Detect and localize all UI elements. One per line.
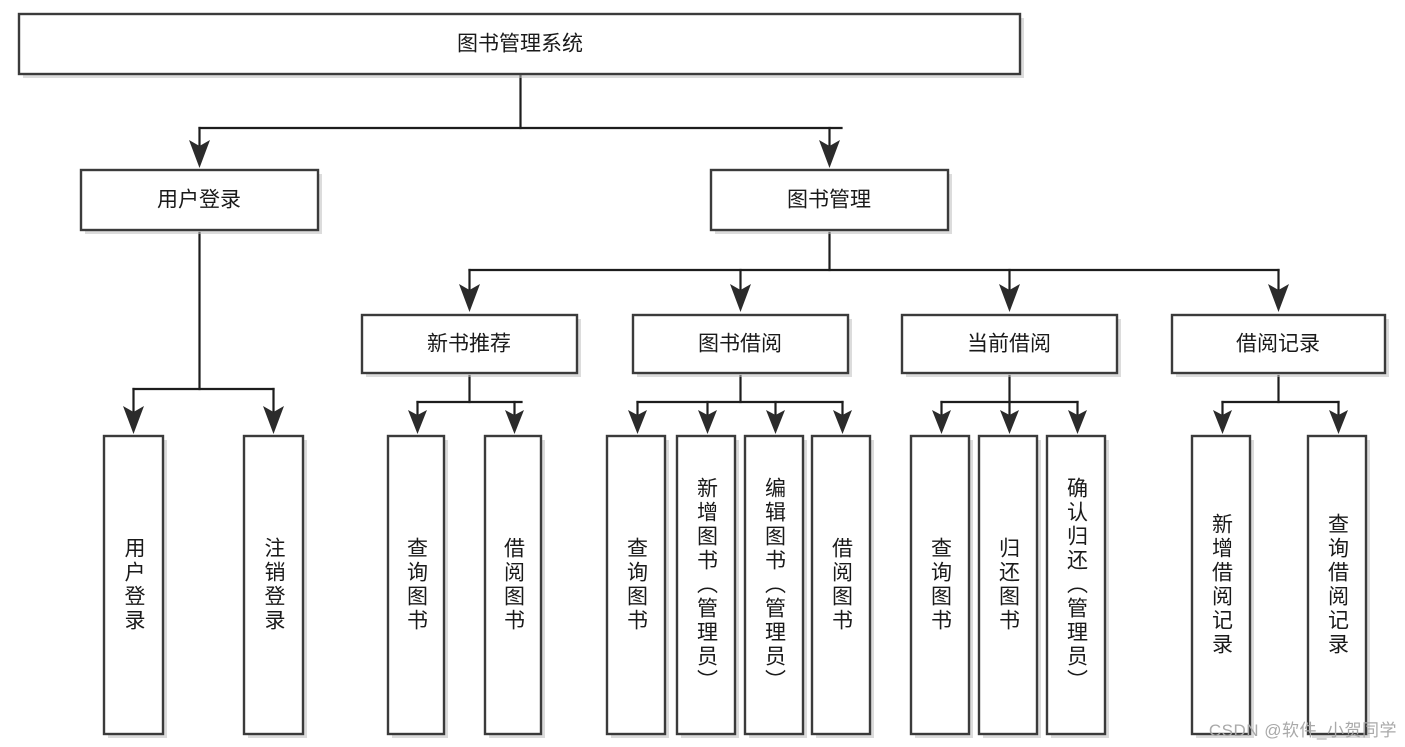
node-current[interactable]: 当前借阅 xyxy=(900,313,1121,377)
node-root[interactable]: 图书管理系统 xyxy=(17,12,1024,78)
node-newbook[interactable]: 新书推荐 xyxy=(360,313,581,377)
node-login-rect[interactable] xyxy=(79,168,320,232)
leaf-boxes[interactable] xyxy=(102,434,1370,738)
node-leaf7-rect[interactable] xyxy=(743,434,805,736)
node-leaf13-rect[interactable] xyxy=(1306,434,1368,736)
arrowhead-leaf8 xyxy=(833,410,852,434)
arrowheads xyxy=(123,140,1348,434)
node-records[interactable]: 借阅记录 xyxy=(1170,313,1389,377)
node-leaf12-rect[interactable] xyxy=(1190,434,1252,736)
node-root-rect[interactable] xyxy=(17,12,1022,76)
arrowhead-records xyxy=(1268,284,1289,312)
arrowhead-bookmgmt xyxy=(819,140,840,168)
node-leaf10-rect[interactable] xyxy=(977,434,1039,736)
node-borrow-label: 图书借阅 xyxy=(698,333,782,356)
node-current-rect[interactable] xyxy=(900,313,1119,375)
arrowhead-leaf1 xyxy=(123,406,144,434)
node-leaf9-rect[interactable] xyxy=(909,434,971,736)
node-leaf8-rect[interactable] xyxy=(810,434,872,736)
node-records-label: 借阅记录 xyxy=(1236,333,1320,356)
arrowhead-leaf7 xyxy=(766,410,785,434)
arrowhead-leaf11 xyxy=(1068,410,1087,434)
node-leaf2-rect[interactable] xyxy=(242,434,305,736)
watermark-text: CSDN @软件_小贺同学 xyxy=(1208,721,1397,740)
arrowhead-borrow xyxy=(730,284,751,312)
arrowhead-leaf3 xyxy=(408,410,427,434)
arrowhead-leaf10 xyxy=(1000,410,1019,434)
arrowhead-leaf2 xyxy=(263,406,284,434)
node-leaf3-rect[interactable] xyxy=(386,434,446,736)
arrowhead-current xyxy=(999,284,1020,312)
node-current-label: 当前借阅 xyxy=(967,333,1051,356)
arrowhead-leaf4 xyxy=(505,410,524,434)
arrowhead-leaf6 xyxy=(698,410,717,434)
node-records-rect[interactable] xyxy=(1170,313,1387,375)
arrowhead-leaf5 xyxy=(628,410,647,434)
node-bookmgmt[interactable]: 图书管理 xyxy=(709,168,952,234)
arrowhead-leaf9 xyxy=(932,410,951,434)
node-login[interactable]: 用户登录 xyxy=(79,168,322,234)
node-borrow-rect[interactable] xyxy=(631,313,850,375)
node-leaf4-rect[interactable] xyxy=(483,434,543,736)
node-leaf1-rect[interactable] xyxy=(102,434,165,736)
arrowhead-leaf13 xyxy=(1329,410,1348,434)
node-newbook-rect[interactable] xyxy=(360,313,579,375)
node-bookmgmt-label: 图书管理 xyxy=(787,189,871,212)
node-login-label: 用户登录 xyxy=(157,189,241,212)
node-root-label: 图书管理系统 xyxy=(457,33,583,56)
node-newbook-label: 新书推荐 xyxy=(427,333,511,356)
arrowhead-login xyxy=(189,140,210,168)
node-bookmgmt-rect[interactable] xyxy=(709,168,950,232)
node-leaf6-rect[interactable] xyxy=(675,434,737,736)
arrowhead-leaf12 xyxy=(1213,410,1232,434)
node-leaf5-rect[interactable] xyxy=(605,434,667,736)
node-borrow[interactable]: 图书借阅 xyxy=(631,313,852,377)
arrowhead-newbook xyxy=(459,284,480,312)
node-leaf11-rect[interactable] xyxy=(1045,434,1107,736)
